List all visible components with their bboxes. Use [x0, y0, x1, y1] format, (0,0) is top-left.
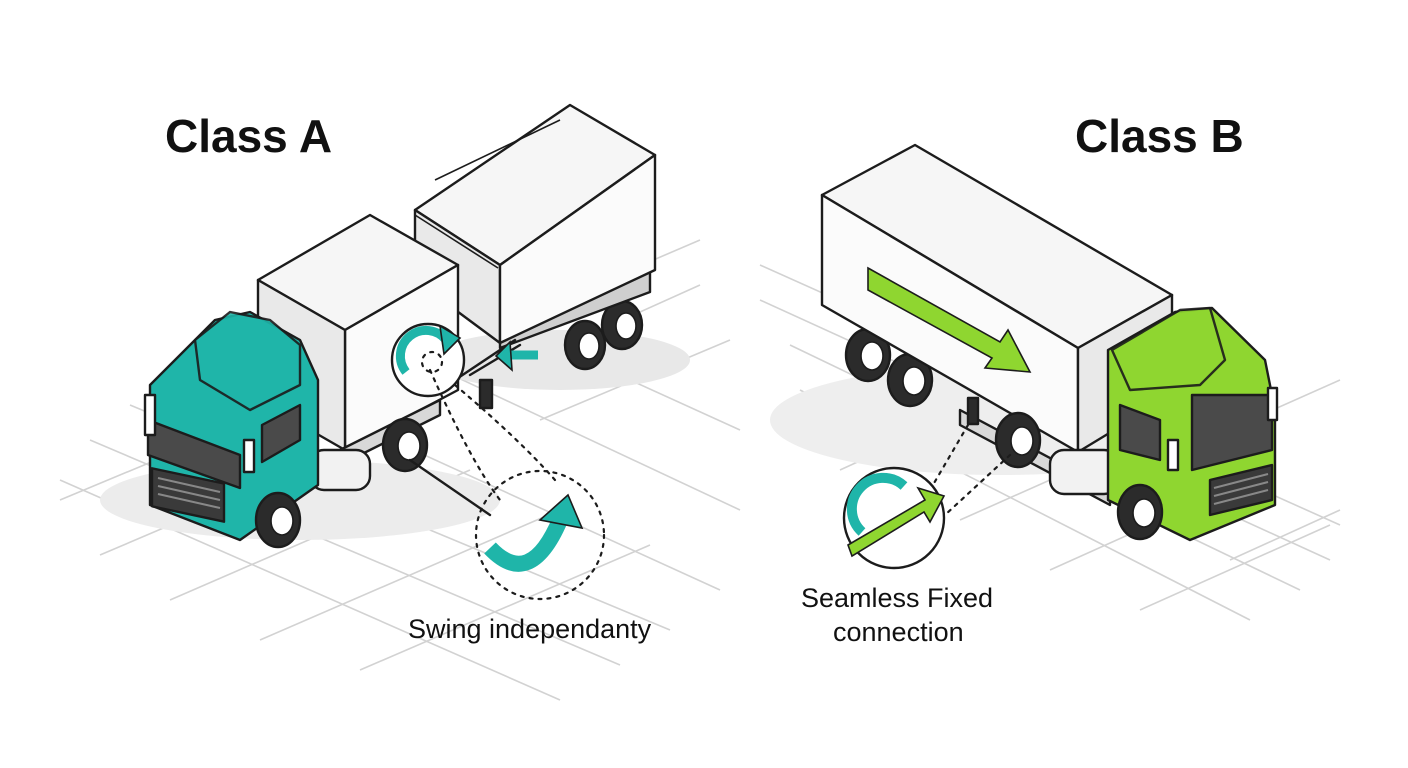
- trailer-wheel: [600, 299, 644, 351]
- fixed-arrow-icon: [847, 486, 946, 558]
- direction-arrow-icon: [867, 266, 1032, 373]
- trailer-wheel: [844, 327, 892, 383]
- side-window: [1118, 403, 1162, 462]
- side-window: [260, 403, 302, 464]
- front-grille: [1208, 463, 1274, 517]
- class-b-caption-line-2: connection: [833, 617, 964, 647]
- side-mirror: [143, 393, 157, 437]
- fixed-coupling: [966, 396, 980, 426]
- callout-line: [943, 453, 1012, 517]
- class-b-truck: [770, 143, 1279, 542]
- trailer-box-side: [498, 153, 657, 345]
- truck-rear-wheel: [994, 411, 1042, 469]
- class-b-title: Class B: [1075, 110, 1244, 162]
- class-a-trailer: [413, 103, 690, 390]
- swing-arrow-icon: [484, 516, 568, 572]
- side-mirror: [1166, 438, 1180, 472]
- truck-rear-wheel: [381, 417, 429, 473]
- windshield: [146, 418, 242, 490]
- callout-leader: [408, 458, 492, 517]
- class-a-coupling: [453, 338, 538, 410]
- truck-front-wheel: [1116, 483, 1164, 541]
- class-a-caption: Swing independanty: [408, 614, 652, 644]
- side-mirror: [1266, 386, 1279, 422]
- rotate-arrow-icon: [846, 472, 908, 536]
- class-a-truck: [100, 213, 500, 549]
- class-a-title: Class A: [165, 110, 332, 162]
- truck-front-wheel: [254, 491, 302, 549]
- callout-line: [428, 368, 502, 502]
- callout-line: [928, 423, 970, 492]
- class-b-caption-line-1: Seamless Fixed: [801, 583, 993, 613]
- trailer-shadow: [430, 330, 690, 390]
- cab-roof-spoiler: [1110, 306, 1227, 392]
- trailer-wheel: [563, 319, 607, 371]
- class-a-pivot-callout: [390, 322, 466, 398]
- front-grille: [150, 467, 226, 523]
- rotate-arrow-icon: [395, 325, 450, 375]
- class-b-zoom-callout: [842, 466, 946, 570]
- side-mirror: [242, 438, 256, 474]
- cab-roof-spoiler: [193, 310, 302, 412]
- windshield: [1190, 393, 1274, 472]
- class-a-zoom-callout: [474, 469, 606, 601]
